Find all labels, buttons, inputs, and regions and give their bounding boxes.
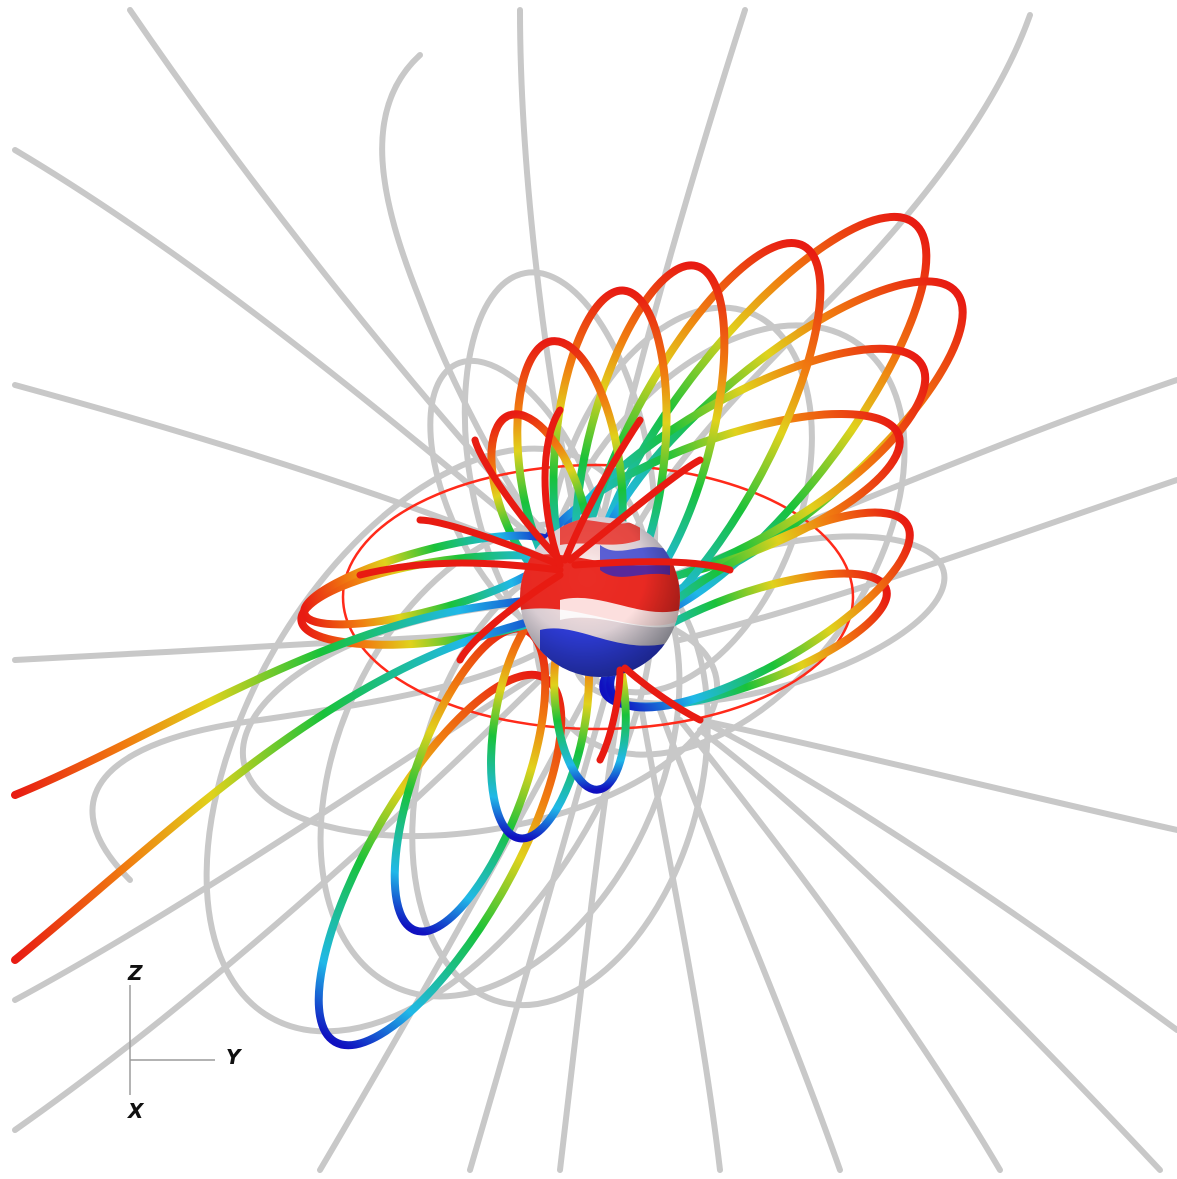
z-axis-label: Z	[127, 961, 143, 985]
equator-ring	[341, 463, 855, 731]
x-axis-label: X	[126, 1099, 145, 1123]
axis-triad: Z Y X	[126, 961, 243, 1123]
y-axis-label: Y	[226, 1045, 243, 1069]
polar-field-lines	[356, 406, 734, 764]
open-field-lines	[12, 7, 1177, 1173]
